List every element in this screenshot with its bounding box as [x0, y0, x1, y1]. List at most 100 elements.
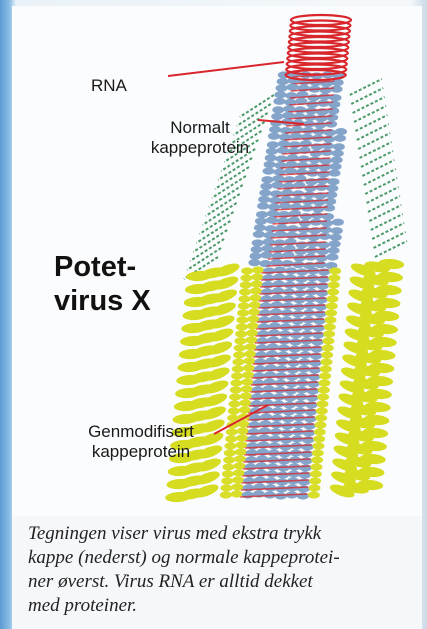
- coat-protein-unit: [329, 240, 341, 247]
- coat-protein-unit: [248, 259, 260, 266]
- coat-protein-unit: [326, 295, 338, 302]
- coat-protein-unit: [281, 260, 293, 267]
- protein-fiber: [350, 79, 382, 95]
- coat-protein-unit: [310, 463, 322, 470]
- coat-protein-unit: [234, 337, 246, 344]
- coat-protein-unit: [236, 316, 248, 323]
- coat-protein-unit: [331, 86, 343, 93]
- coat-protein-unit: [224, 449, 236, 456]
- coat-protein-unit: [240, 281, 252, 288]
- coat-protein-unit: [272, 106, 284, 113]
- coat-protein-unit: [239, 288, 251, 295]
- protein-fiber: [358, 133, 390, 149]
- coat-protein-unit: [322, 142, 334, 149]
- coat-protein-unit: [264, 161, 276, 168]
- protein-fiber: [369, 205, 401, 221]
- coat-protein-unit: [311, 456, 323, 463]
- coat-protein-unit: [316, 407, 328, 414]
- protein-fiber: [361, 151, 393, 167]
- coat-protein-unit: [232, 365, 244, 372]
- coat-protein-unit: [314, 428, 326, 435]
- coat-protein-unit: [318, 379, 330, 386]
- coat-protein-unit: [308, 484, 320, 491]
- coat-protein-unit: [330, 163, 342, 170]
- coat-protein-unit: [260, 183, 272, 190]
- coat-protein-unit: [295, 248, 307, 255]
- coat-protein-unit: [301, 134, 313, 141]
- coat-protein-unit: [309, 477, 321, 484]
- coat-protein-unit: [328, 274, 340, 281]
- coat-protein-unit: [228, 400, 240, 407]
- coat-protein-unit: [335, 128, 347, 135]
- coat-protein-unit: [266, 217, 278, 224]
- coat-protein-unit: [316, 400, 328, 407]
- coat-protein-unit: [274, 91, 286, 98]
- figure-caption: Tegningen viser virus med ekstra trykk k…: [28, 522, 418, 618]
- coat-protein-unit: [253, 231, 265, 238]
- coat-protein-unit: [277, 147, 289, 154]
- coat-protein-unit: [322, 337, 334, 344]
- coat-protein-unit: [323, 330, 335, 337]
- coat-protein-unit: [237, 309, 249, 316]
- protein-fiber: [364, 169, 396, 185]
- coat-protein-unit: [333, 143, 345, 150]
- coat-protein-unit: [324, 323, 336, 330]
- coat-protein-unit: [268, 133, 280, 140]
- coat-protein-unit: [273, 98, 285, 105]
- coat-protein-unit: [332, 219, 344, 226]
- coat-protein-unit: [324, 316, 336, 323]
- modified-coat-protein-label: Genmodifisert kappeprotein: [66, 422, 216, 462]
- protein-fiber: [367, 187, 399, 203]
- coat-protein-unit: [319, 372, 331, 379]
- coat-protein-unit: [331, 156, 343, 163]
- coat-protein-unit: [220, 484, 232, 491]
- coat-protein-unit: [233, 351, 245, 358]
- coat-protein-unit: [271, 113, 283, 120]
- coat-protein-unit: [259, 189, 271, 196]
- coat-protein-unit: [300, 213, 312, 220]
- coat-protein-unit: [312, 442, 324, 449]
- coat-protein-unit: [328, 247, 340, 254]
- coat-protein-unit: [314, 421, 326, 428]
- coat-protein-unit: [327, 288, 339, 295]
- coat-protein-unit: [307, 240, 319, 247]
- protein-fiber: [355, 115, 387, 131]
- coat-protein-unit: [321, 149, 333, 156]
- coat-protein-unit: [235, 330, 247, 337]
- coat-protein-unit: [294, 106, 306, 113]
- coat-protein-unit: [287, 225, 299, 232]
- coat-protein-unit: [230, 386, 242, 393]
- coat-protein-unit: [234, 344, 246, 351]
- coat-protein-unit: [266, 148, 278, 155]
- diagram-title: Potet- virus X: [54, 250, 151, 318]
- coat-protein-unit: [332, 150, 344, 157]
- coat-protein-unit: [331, 227, 343, 234]
- protein-fiber: [362, 160, 394, 176]
- protein-fiber: [375, 241, 407, 257]
- coat-protein-unit: [261, 176, 273, 183]
- coat-protein-unit: [222, 463, 234, 470]
- coat-protein-unit: [220, 491, 232, 498]
- coat-protein-unit: [308, 491, 320, 498]
- rna-label: RNA: [91, 76, 127, 96]
- protein-fiber: [372, 223, 404, 239]
- coat-protein-unit: [277, 78, 289, 85]
- coat-protein-unit: [320, 365, 332, 372]
- coat-protein-unit: [329, 267, 341, 274]
- coat-protein-unit: [251, 246, 263, 253]
- coat-protein-unit: [327, 253, 339, 260]
- coat-protein-unit: [327, 107, 339, 114]
- coat-protein-unit: [223, 456, 235, 463]
- coat-protein-unit: [241, 267, 253, 274]
- coat-protein-unit: [321, 351, 333, 358]
- coat-protein-unit: [312, 449, 324, 456]
- coat-protein-unit: [319, 233, 331, 240]
- coat-protein-unit: [318, 93, 330, 100]
- protein-fiber: [353, 97, 385, 113]
- coat-protein-unit: [325, 309, 337, 316]
- coat-protein-unit: [254, 224, 266, 231]
- coat-protein-unit: [225, 435, 237, 442]
- coat-protein-unit: [256, 211, 268, 218]
- normal-coat-protein-label: Normalt kappeprotein: [140, 118, 260, 158]
- coat-protein-unit: [316, 177, 328, 184]
